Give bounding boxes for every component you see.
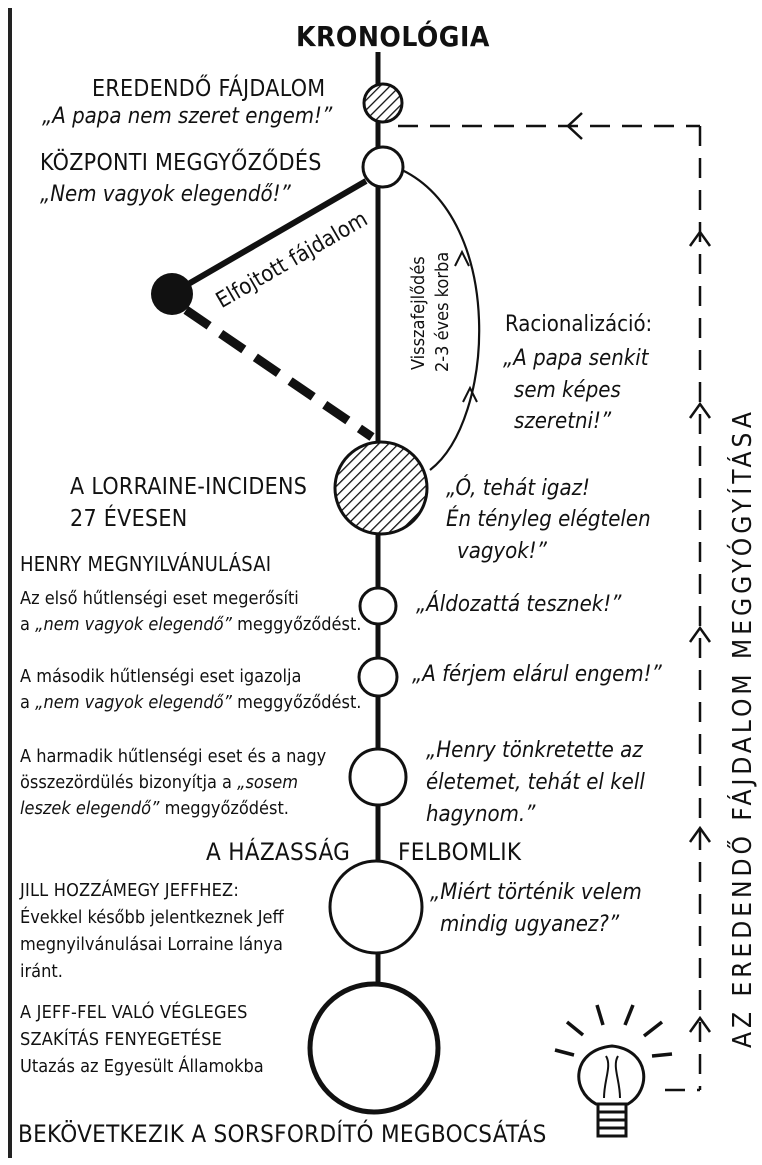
regression-curve xyxy=(401,169,481,471)
jeff-text-3: iránt. xyxy=(20,961,63,982)
threat-heading-2: SZAKÍTÁS FENYEGETÉSE xyxy=(20,1029,223,1050)
page-title: KRONOLÓGIA xyxy=(296,20,490,53)
lorraine-quote-2: Én tényleg elégtelen xyxy=(446,507,651,532)
henry-first-text-1: Az első hűtlenségi eset megerősíti xyxy=(20,588,299,609)
henry-third-text-1: A harmadik hűtlenségi eset és a nagy xyxy=(20,746,327,767)
side-label: AZ EREDENDŐ FÁJDALOM MEGGYÓGYÍTÁSA xyxy=(728,408,758,1048)
lorraine-node xyxy=(333,440,429,536)
text-part: a xyxy=(20,614,36,635)
threat-text: Utazás az Egyesült Államokba xyxy=(20,1056,264,1077)
regression-label-1: Visszafejlődés xyxy=(408,256,429,370)
henry-second-text-2: a „nem vagyok elegendő” meggyőződést. xyxy=(20,690,361,715)
henry-third-quote-1: „Henry tönkretette az xyxy=(426,738,643,763)
text-part: meggyőződést. xyxy=(231,614,362,635)
jeff-text-1: Évekkel később jelentkeznek Jeff xyxy=(20,907,284,928)
rationalization-quote-3: szeretni!” xyxy=(514,409,612,434)
henry-heading: HENRY MEGNYILVÁNULÁSAI xyxy=(20,552,272,576)
text-emphasis: „nem vagyok elegendő” xyxy=(35,692,232,713)
regression-label-2: 2-3 éves korba xyxy=(432,251,453,372)
lorraine-age: 27 ÉVESEN xyxy=(70,506,188,532)
rationalization-quote-2: sem képes xyxy=(514,378,621,403)
origin-heading: EREDENDŐ FÁJDALOM xyxy=(92,76,326,102)
curve-arrow-1 xyxy=(454,249,470,267)
origin-quote: „A papa nem szeret engem!” xyxy=(42,104,333,129)
page-edge xyxy=(8,8,12,1158)
lorraine-heading: A LORRAINE-INCIDENS xyxy=(70,474,308,500)
regression-dashed-line xyxy=(183,306,375,441)
henry-node-3 xyxy=(348,747,408,807)
henry-first-text-2: a „nem vagyok elegendő” meggyőződést. xyxy=(20,612,361,637)
footer-text: BEKÖVETKEZIK A SORSFORDÍTÓ MEGBOCSÁTÁS xyxy=(18,1120,547,1148)
lorraine-quote-1: „Ó, tehát igaz! xyxy=(446,476,590,501)
henry-third-text-2: összezördülés bizonyítja a „sosem xyxy=(20,770,298,795)
text-part: a xyxy=(20,692,36,713)
light-bulb-icon xyxy=(554,1004,673,1138)
threat-heading-1: A JEFF-FEL VALÓ VÉGLEGES xyxy=(20,1002,248,1023)
text-part: meggyőződést. xyxy=(231,692,362,713)
jeff-quote-2: mindig ugyanez?” xyxy=(440,912,620,937)
jeff-heading: JILL HOZZÁMEGY JEFFHEZ: xyxy=(20,880,239,901)
rationalization-label: Racionalizáció: xyxy=(505,312,653,337)
jeff-node xyxy=(328,859,424,955)
marriage-label-right: FELBOMLIK xyxy=(398,838,522,866)
henry-node-2 xyxy=(357,656,399,698)
henry-node-1 xyxy=(358,586,398,626)
marriage-label-left: A HÁZASSÁG xyxy=(206,838,351,866)
threat-node xyxy=(307,981,441,1115)
curve-arrow-2 xyxy=(462,385,478,403)
henry-third-quote-2: életemet, tehát el kell xyxy=(426,770,645,795)
origin-node xyxy=(362,82,404,124)
henry-first-quote: „Áldozattá tesznek!” xyxy=(416,592,622,617)
core-belief-node xyxy=(361,145,405,189)
rationalization-quote-1: „A papa senkit xyxy=(503,346,649,371)
suppressed-pain-line xyxy=(176,178,368,293)
henry-second-quote: „A férjem elárul engem!” xyxy=(412,662,662,687)
text-emphasis: leszek elegendő” xyxy=(20,798,160,819)
suppressed-pain-node xyxy=(151,273,193,315)
text-emphasis: „sosem xyxy=(237,772,299,793)
core-belief-heading: KÖZPONTI MEGGYŐZŐDÉS xyxy=(40,150,322,176)
text-emphasis: „nem vagyok elegendő” xyxy=(35,614,232,635)
jeff-text-2: megnyilvánulásai Lorraine lánya xyxy=(20,934,283,955)
text-part: meggyőződést. xyxy=(159,798,289,819)
henry-second-text-1: A második hűtlenségi eset igazolja xyxy=(20,666,302,687)
arrow-up-icon xyxy=(688,229,712,1033)
arrow-left-icon xyxy=(566,112,583,140)
lorraine-quote-3: vagyok!” xyxy=(457,539,547,564)
core-belief-quote: „Nem vagyok elegendő!” xyxy=(40,182,291,207)
henry-third-text-3: leszek elegendő” meggyőződést. xyxy=(20,796,289,821)
text-part: összezördülés bizonyítja a xyxy=(20,772,238,793)
jeff-quote-1: „Miért történik velem xyxy=(430,880,642,905)
henry-third-quote-3: hagynom.” xyxy=(426,802,536,827)
